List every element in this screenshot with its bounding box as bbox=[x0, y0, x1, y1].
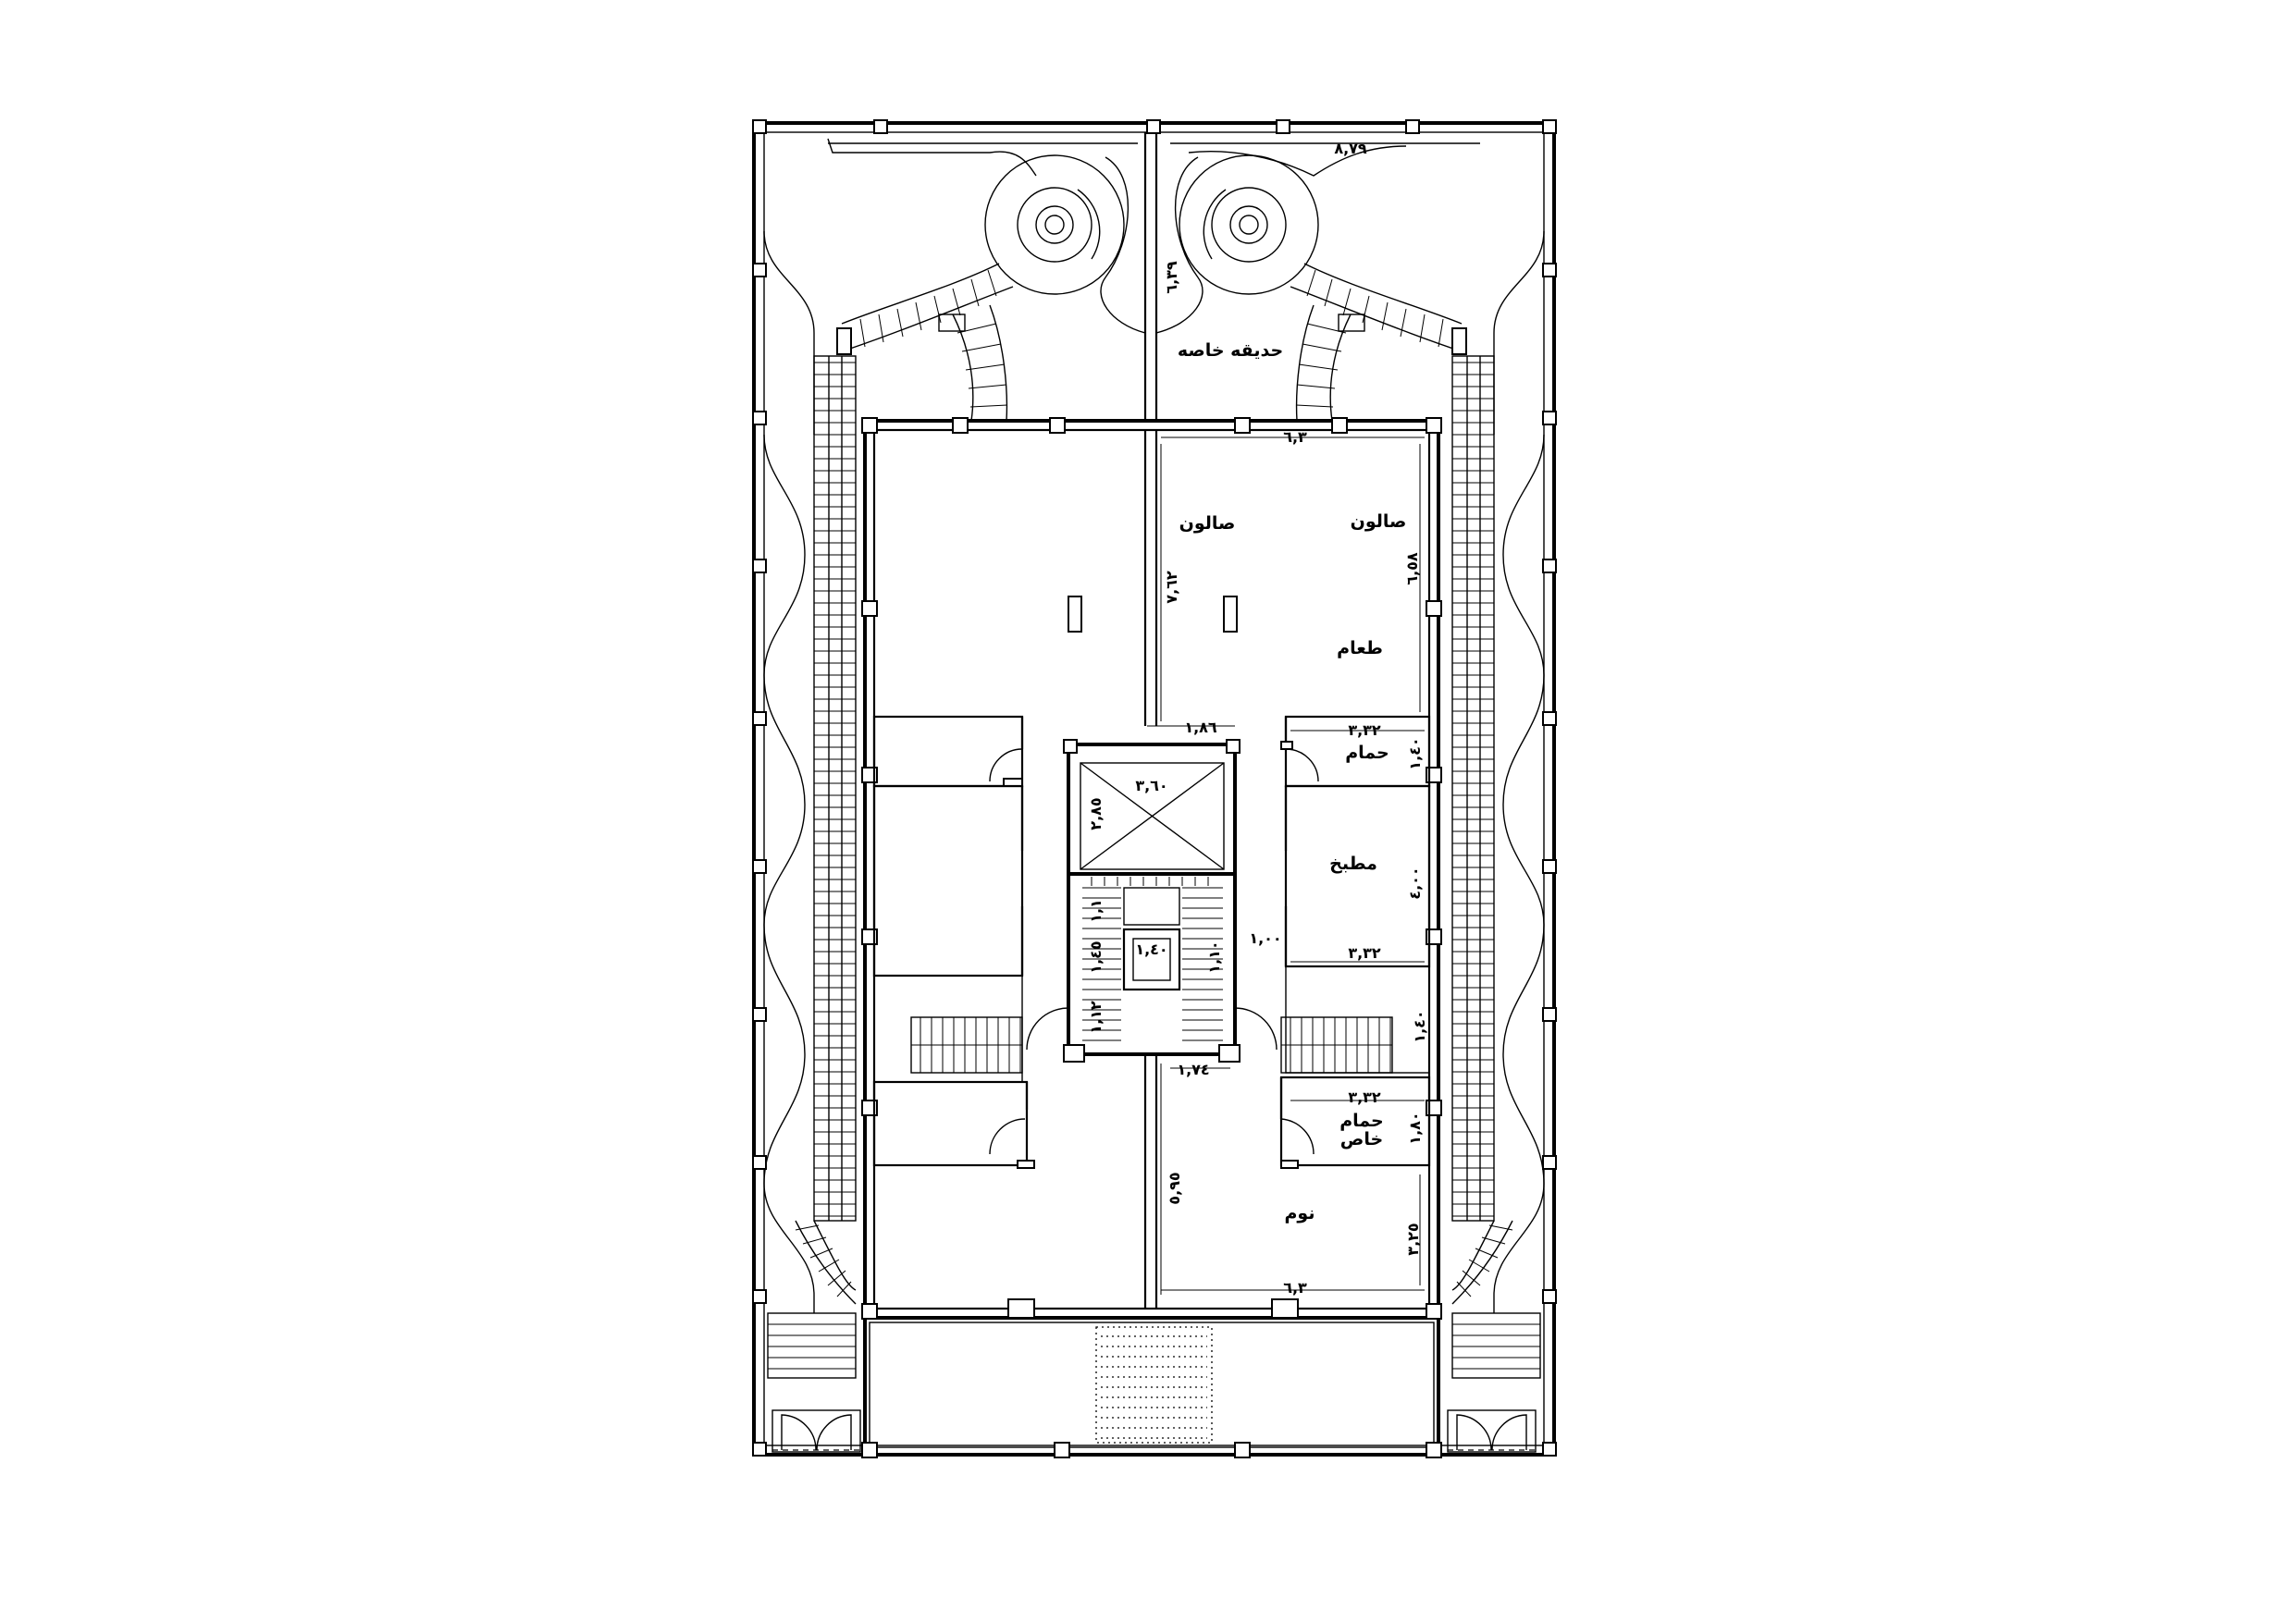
room-label-bath-private-2: خاص bbox=[1340, 1129, 1383, 1150]
dim-bath-top-width: ٣,٣٢ bbox=[1348, 721, 1381, 739]
right-unit-walls bbox=[1279, 715, 1431, 1169]
garden-paths bbox=[827, 138, 1407, 334]
room-label-bedroom: نوم bbox=[1285, 1203, 1315, 1223]
fountain-left bbox=[984, 154, 1125, 295]
dimension-lines bbox=[1147, 436, 1425, 1295]
dim-living-depth-right: ٦,٥٨ bbox=[1403, 552, 1421, 585]
gate-left bbox=[772, 1409, 861, 1453]
room-labels: حديقه خاصه صالون صالون طعام حمام مطبخ حم… bbox=[1178, 340, 1407, 1223]
room-label-bath-top: حمام bbox=[1345, 743, 1389, 763]
dim-bath-top-depth: ١,٤٠ bbox=[1406, 737, 1424, 769]
dim-kitchen-depth: ٤,٠٠ bbox=[1406, 867, 1424, 899]
dim-garden-depth: ٦,٣٩ bbox=[1163, 261, 1180, 294]
dim-stair-e: ١,١٢ bbox=[1087, 1001, 1105, 1034]
dim-bath-private-depth: ١,٨٠ bbox=[1406, 1112, 1424, 1144]
dim-stair-b: ١,٤٥ bbox=[1087, 941, 1105, 973]
curved-stair-right bbox=[1290, 263, 1467, 422]
entrance-ramp bbox=[1095, 1326, 1213, 1444]
building-outline bbox=[863, 419, 1440, 1452]
room-label-bath-private-1: حمام bbox=[1339, 1111, 1384, 1131]
stair-core-treads bbox=[1082, 877, 1223, 1041]
dim-living-width: ٦,٣ bbox=[1283, 428, 1307, 446]
dim-bath-private-width: ٣,٣٢ bbox=[1348, 1088, 1381, 1106]
dim-bed-depth-right: ٣,٢٥ bbox=[1404, 1223, 1422, 1255]
unit-stairs bbox=[910, 1016, 1393, 1074]
fountain-right bbox=[1179, 154, 1319, 295]
dimension-labels: ٨,٧٩ ٦,٣٩ ٦,٣ ٧,٦٢ ٦,٥٨ ١,٨٦ ٣,٣٢ ١,٤٠ ٣… bbox=[1087, 140, 1428, 1297]
room-label-salon-left: صالون bbox=[1179, 513, 1236, 534]
dim-living-depth-left: ٧,٦٢ bbox=[1163, 571, 1180, 604]
dim-stair-c: ١,٤٠ bbox=[1135, 941, 1167, 958]
dim-bed-width: ٦,٣ bbox=[1283, 1279, 1307, 1297]
entry-stair-right bbox=[1451, 1220, 1541, 1379]
side-ramp-right bbox=[1451, 355, 1495, 1222]
dim-stair-d: ١,١٠ bbox=[1205, 941, 1223, 973]
boundary-columns bbox=[752, 119, 1557, 1457]
dim-lift-width: ٣,٦٠ bbox=[1135, 777, 1167, 794]
dim-garden-top: ٨,٧٩ bbox=[1334, 140, 1367, 157]
dim-landing: ١,٤٠ bbox=[1411, 1010, 1428, 1042]
ramp-treads bbox=[814, 362, 1494, 1217]
stair-core bbox=[1026, 872, 1278, 1063]
curved-stair-left bbox=[836, 263, 1014, 422]
dim-kitchen-width: ٣,٣٢ bbox=[1348, 944, 1381, 962]
unit-stair-treads bbox=[920, 1017, 1391, 1073]
room-label-kitchen: مطبخ bbox=[1329, 854, 1377, 874]
party-wall bbox=[1143, 430, 1158, 1309]
entrance-ramp-lines bbox=[1101, 1335, 1207, 1439]
room-label-salon-right: صالون bbox=[1351, 511, 1407, 532]
left-unit-walls bbox=[872, 715, 1035, 1169]
entry-stair-left bbox=[767, 1220, 857, 1379]
room-label-private-garden: حديقه خاصه bbox=[1178, 340, 1283, 361]
dim-hall: ١,٧٤ bbox=[1177, 1061, 1209, 1078]
side-ramp-left bbox=[813, 355, 857, 1222]
dim-bed-depth: ٥,٩٥ bbox=[1166, 1172, 1183, 1204]
dim-kitchen-door: ١,٠٠ bbox=[1249, 929, 1281, 947]
dim-lift-depth: ٢,٨٥ bbox=[1087, 797, 1105, 830]
building-columns bbox=[861, 417, 1442, 1458]
room-label-dining: طعام bbox=[1337, 638, 1383, 658]
garden-divider bbox=[1143, 132, 1158, 421]
dim-corridor: ١,٨٦ bbox=[1184, 719, 1217, 736]
dim-stair-a: ١,١ bbox=[1087, 899, 1105, 923]
gate-right bbox=[1447, 1409, 1537, 1453]
garden-fence bbox=[763, 142, 1545, 1313]
